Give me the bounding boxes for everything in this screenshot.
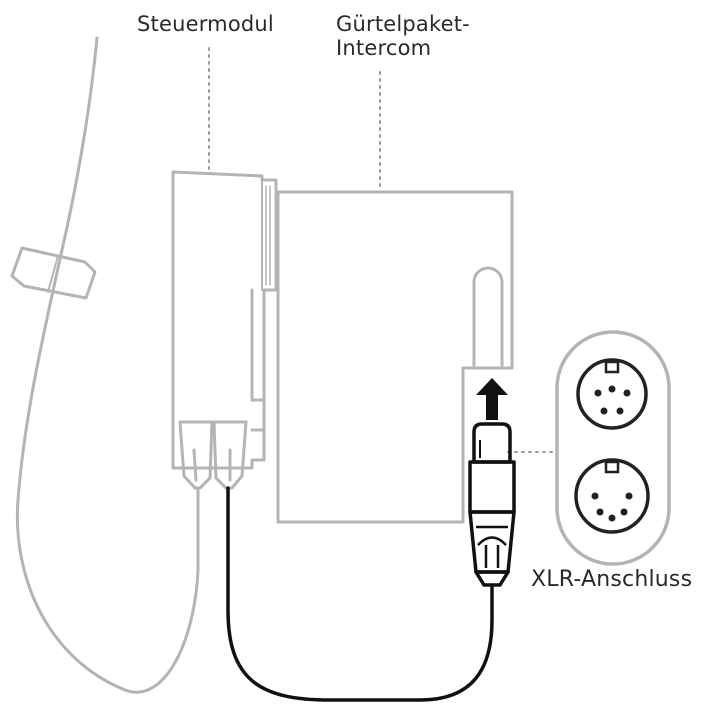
belt-pack-intercom-label: Gürtelpaket- Intercom [336,12,470,60]
belt-pack-label-line1: Gürtelpaket- [336,12,470,36]
headset-cable [15,36,200,694]
belt-pack-body [276,190,514,524]
xlr-socket-icon [576,358,648,430]
belt-pack-label-line2: Intercom [336,36,432,60]
arrow-up-icon [476,378,508,420]
control-plug-right [212,420,248,490]
xlr-socket-icon [574,458,650,534]
xlr-panel [555,330,671,566]
control-module-label: Steuermodul [137,12,274,36]
belt-pack-slot [472,266,504,367]
xlr-plug [468,422,516,587]
control-module-body [171,170,278,470]
control-plug-left [178,420,214,490]
xlr-connector-label: XLR-Anschluss [531,567,693,592]
xlr-cable [226,486,494,702]
cable-clip [10,246,97,300]
